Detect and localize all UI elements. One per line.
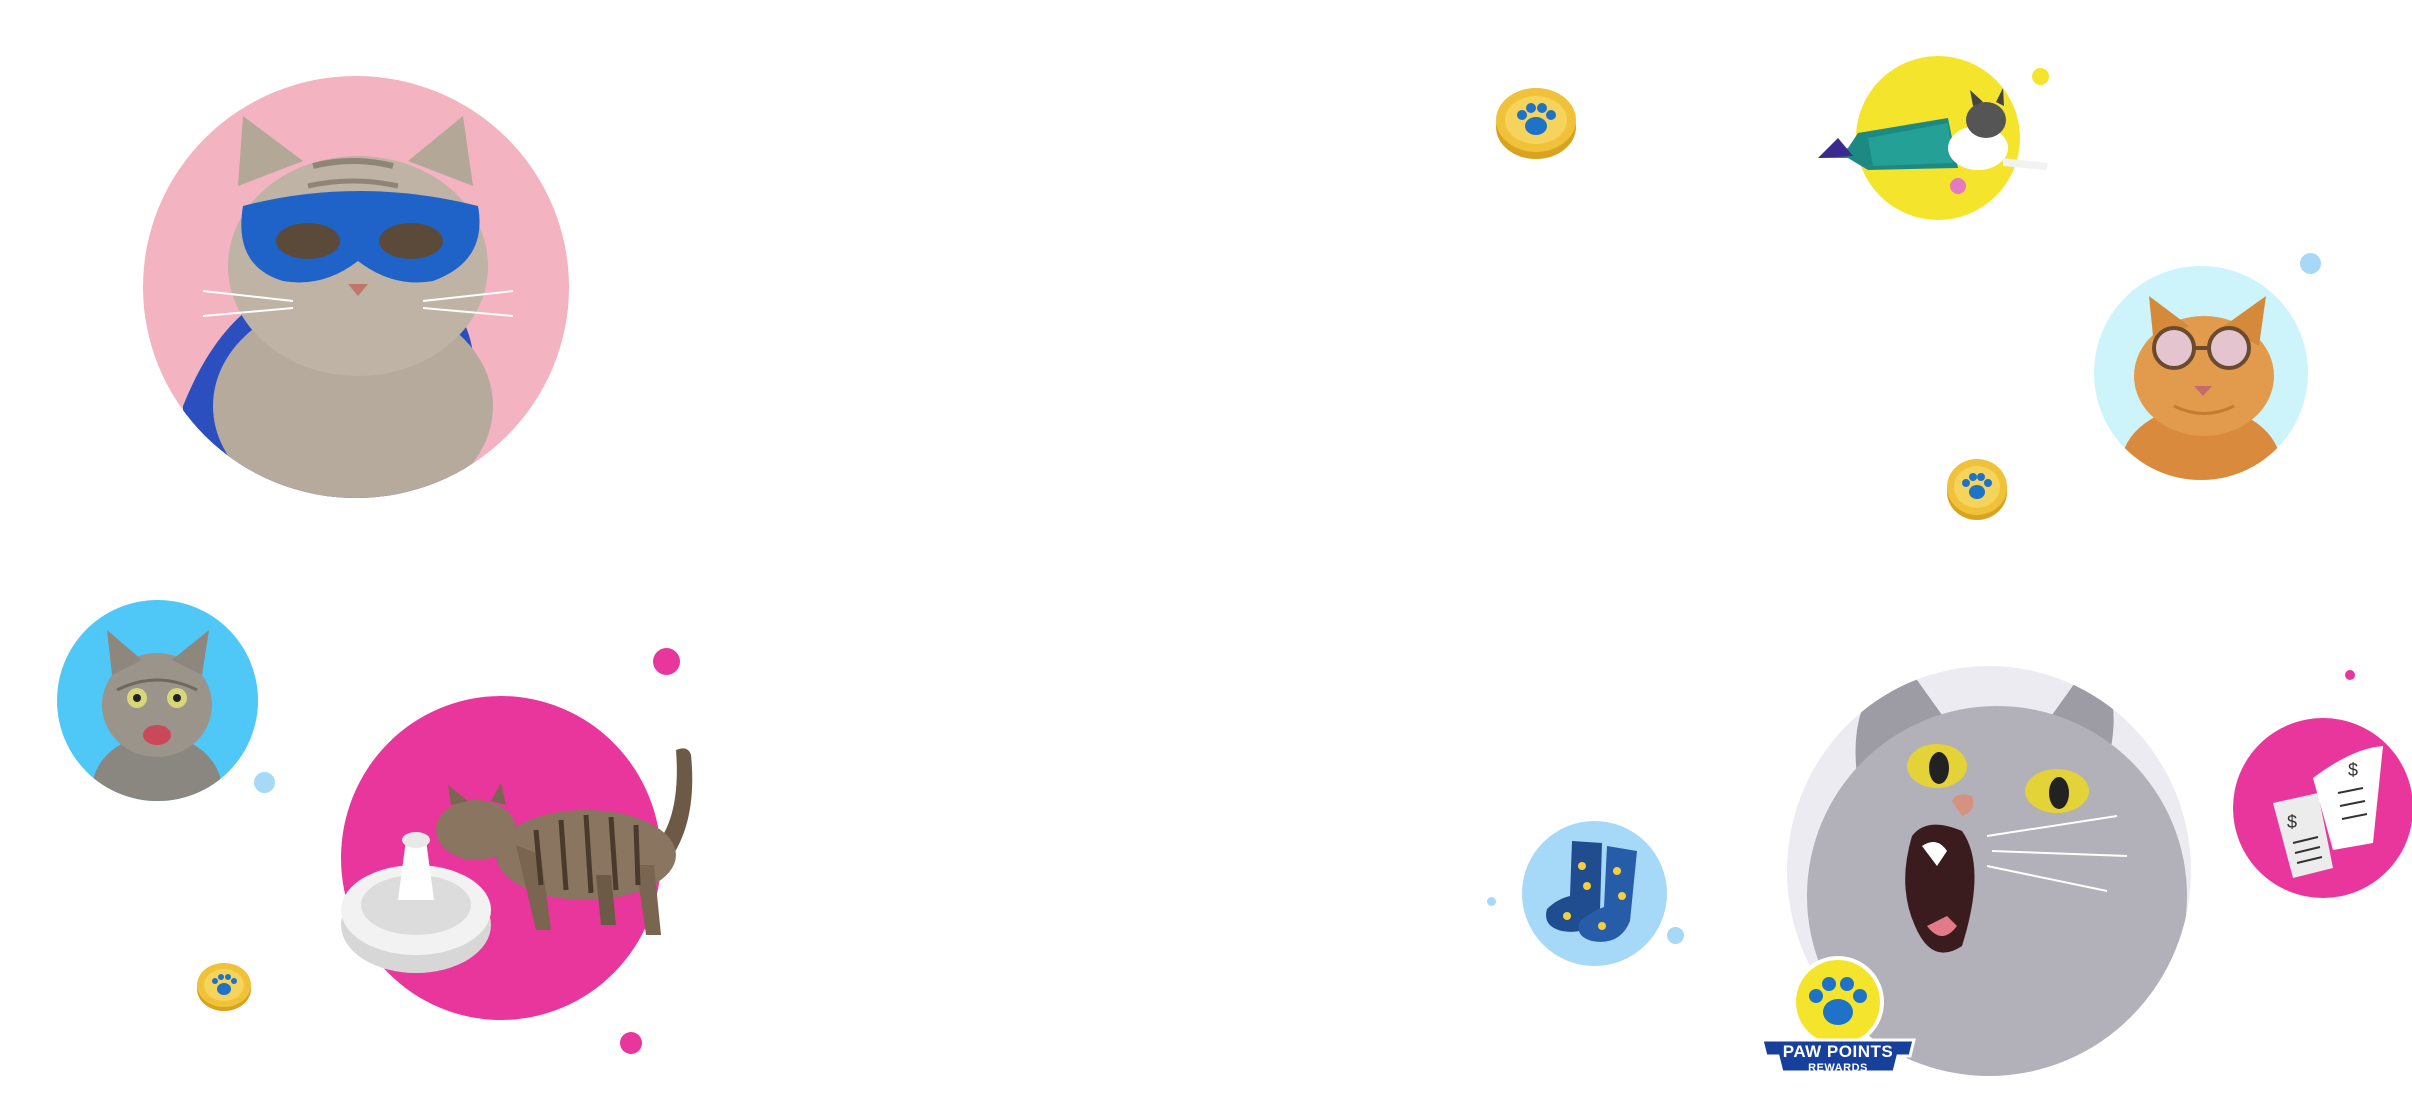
badge-line1: PAW POINTS: [1782, 1042, 1894, 1061]
paw-coin-icon: [196, 962, 252, 1012]
decor-dot: [2345, 670, 2355, 680]
paw-coin-icon: [1945, 457, 2009, 521]
dollar-glyph: $: [2287, 812, 2297, 832]
paw-points-badge: PAW POINTS REWARDS: [1758, 954, 1918, 1084]
dollar-glyph: $: [2348, 760, 2358, 780]
superhero-cat-image: [143, 76, 569, 498]
decor-dot: [1487, 897, 1496, 906]
receipts-image: $ $: [2233, 718, 2412, 898]
decor-dot: [2300, 253, 2321, 274]
surprised-cat-image: [1787, 666, 2191, 1076]
fountain-cat-image: [336, 735, 708, 985]
decor-dot: [653, 648, 680, 675]
decor-dot: [254, 772, 275, 793]
paw-coin-icon: [1494, 85, 1578, 161]
socks-image: [1522, 821, 1667, 966]
happy-cat-image: [57, 600, 258, 801]
badge-line2: REWARDS: [1808, 1062, 1868, 1074]
mermaid-cat-image: [1818, 78, 2054, 196]
decor-dot: [620, 1032, 642, 1054]
sunglasses-cat-image: [2094, 266, 2308, 480]
decor-dot: [2032, 68, 2049, 85]
decor-dot: [1667, 927, 1684, 944]
